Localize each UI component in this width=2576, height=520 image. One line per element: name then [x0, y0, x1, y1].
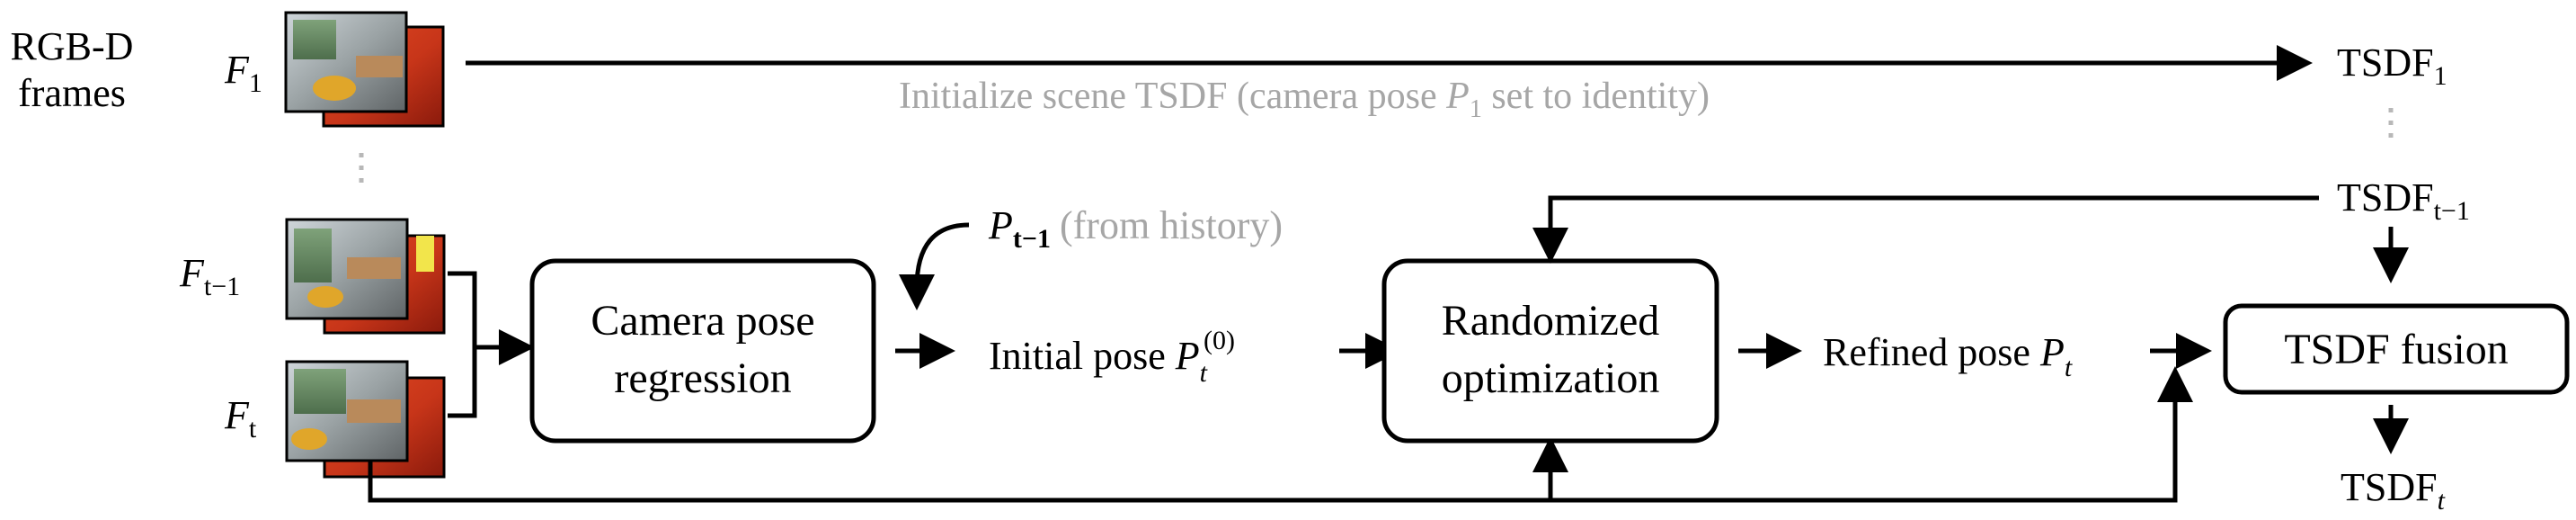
history-arrow	[899, 222, 970, 310]
tsdf-label-t-minus-1: TSDFt−1	[2337, 175, 2470, 226]
initial-pose-label: Initial pose Pt(0)	[989, 326, 1235, 388]
frame-t-to-fusion-arrow	[368, 366, 2193, 503]
optimization-label-line2: optimization	[1442, 354, 1660, 402]
refined-pose-label: Refined pose Pt	[1823, 330, 2073, 382]
tsdf-label-1: TSDF1	[2337, 40, 2447, 91]
fusion-label: TSDF fusion	[2284, 326, 2508, 373]
frame-label-t: Ft	[224, 393, 257, 444]
randomized-optimization-box	[1381, 258, 1719, 444]
history-label: Pt−1(from history)	[988, 203, 1283, 254]
tsdf-prev-to-optimization-arrow	[1532, 195, 2319, 264]
tsdf-label-t: TSDFt	[2341, 465, 2446, 516]
rgbd-frame-t	[285, 360, 446, 479]
regression-label-line2: regression	[614, 354, 791, 402]
frame-label-t-minus-1: Ft−1	[179, 251, 240, 301]
rgbd-frame-t-minus-1	[285, 218, 446, 335]
regression-label-line1: Camera pose	[591, 297, 814, 345]
camera-pose-regression-box	[529, 258, 876, 444]
tsdf-fusion-box	[2223, 303, 2570, 395]
frames-merge-connector	[448, 271, 477, 418]
input-title-line1: RGB-D	[11, 24, 134, 68]
optimization-label-line1: Randomized	[1442, 297, 1660, 345]
initialize-label: Initialize scene TSDF (camera pose P1 se…	[899, 76, 1710, 123]
frame-label-1: F1	[224, 48, 262, 98]
rgbd-frame-1	[284, 11, 445, 128]
input-title-line2: frames	[18, 71, 126, 115]
